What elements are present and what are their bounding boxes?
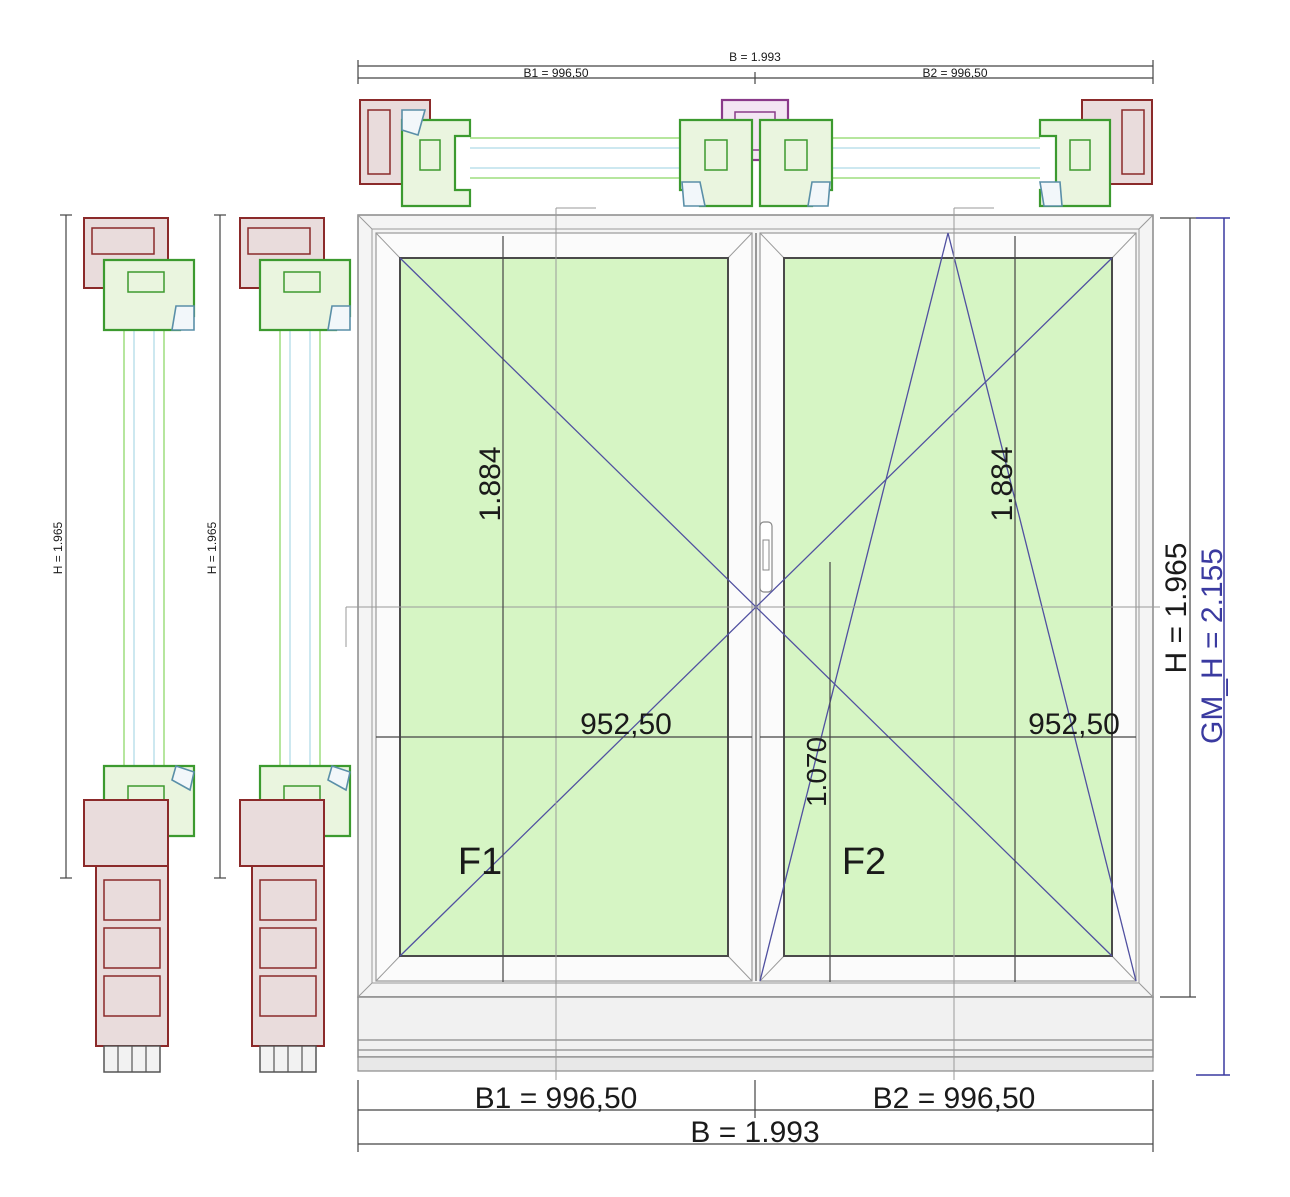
window-elevation: 1.884 1.884 952,50 952,50 1.070 F1 F2 (345, 207, 1160, 1080)
f1-height-label: 1.884 (474, 446, 507, 521)
gm-height-label: GM_H = 2.155 (1196, 548, 1229, 744)
side-left-height-label: H = 1.965 (51, 521, 65, 574)
top-total-label: B = 1.993 (729, 50, 781, 64)
threshold-bar (357, 996, 1154, 1058)
top-b1-label: B1 = 996,50 (523, 66, 588, 80)
f1-width-label: 952,50 (580, 708, 672, 741)
field-label-f1: F1 (458, 841, 502, 883)
side-section-left: H = 1.965 (51, 214, 196, 1073)
side-left-threshold (95, 865, 169, 1047)
bottom-b2-label: B2 = 996,50 (873, 1082, 1036, 1115)
side-right-threshold (251, 865, 325, 1047)
bottom-b1-label: B1 = 996,50 (475, 1082, 638, 1115)
field-label-f2: F2 (842, 841, 886, 883)
top-left-sash-profile (400, 118, 472, 208)
top-dimensions: B = 1.993 B1 = 996,50 B2 = 996,50 (357, 50, 1154, 84)
f2-width-label: 952,50 (1028, 708, 1120, 741)
f2-handle-height-label: 1.070 (801, 737, 832, 807)
height-dimensions: H = 1.965 GM_H = 2.155 (1160, 217, 1230, 1076)
bottom-total-label: B = 1.993 (690, 1116, 819, 1149)
side-section-right: H = 1.965 (205, 214, 352, 1073)
bottom-dimensions: B1 = 996,50 B2 = 996,50 B = 1.993 (357, 1080, 1154, 1152)
f2-height-label: 1.884 (986, 446, 1019, 521)
top-b2-label: B2 = 996,50 (922, 66, 987, 80)
side-right-height-label: H = 1.965 (205, 521, 219, 574)
window-height-label: H = 1.965 (1160, 543, 1193, 674)
top-profile-section (359, 98, 1153, 208)
